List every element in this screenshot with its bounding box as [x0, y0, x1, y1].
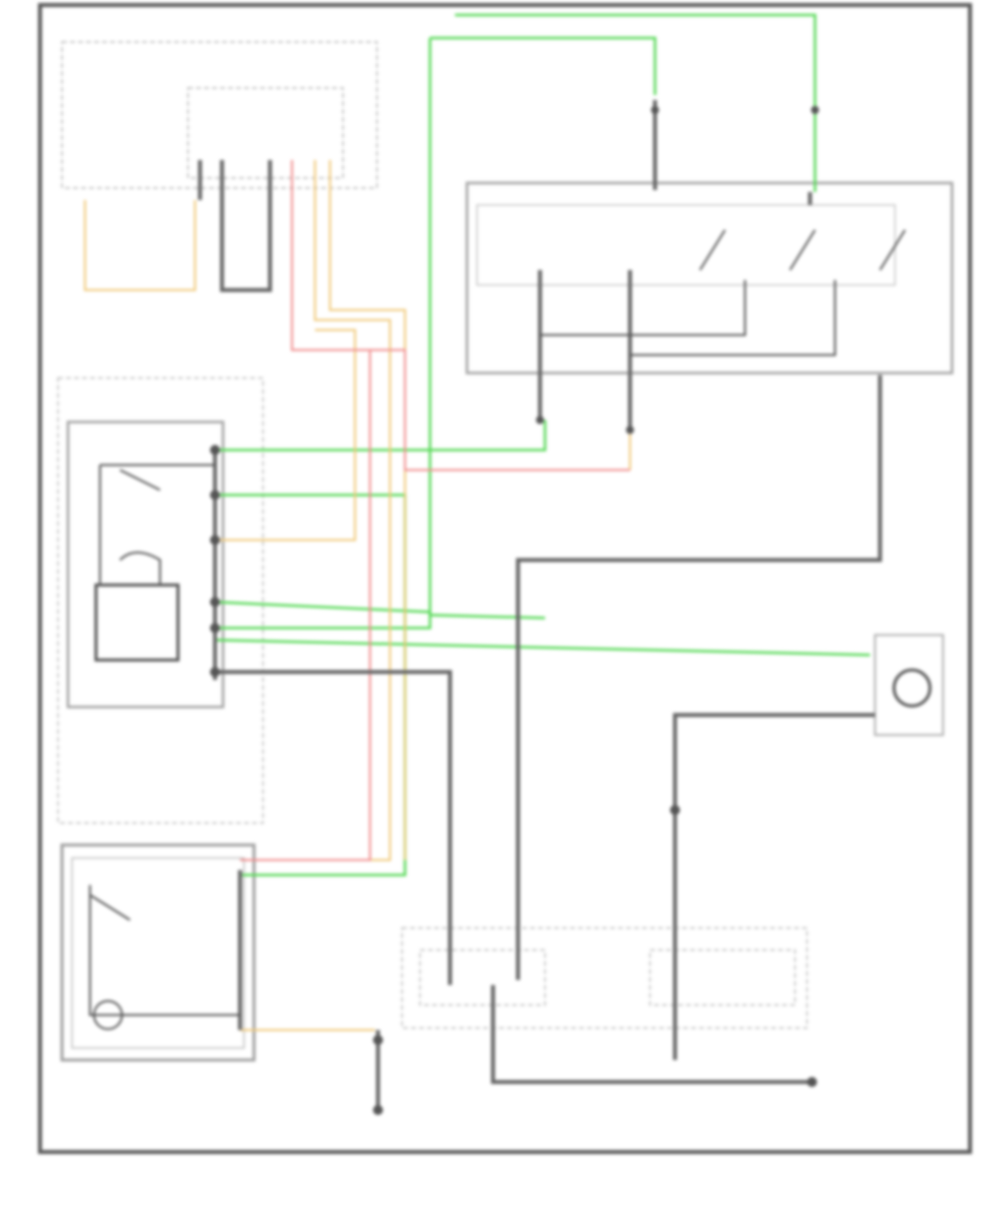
fuse-box-inner — [187, 87, 344, 179]
red-wires — [240, 160, 630, 861]
wiper-motor-box — [874, 634, 944, 736]
terminals — [210, 106, 819, 1115]
yellow-wires — [84, 160, 631, 1031]
body-connector-left — [419, 949, 546, 1006]
green-wires — [214, 13, 871, 877]
wiper-motor-symbol — [892, 668, 932, 708]
combination-switch-box — [465, 181, 954, 375]
engine-room-relay-box — [57, 377, 264, 824]
relay-coil — [94, 583, 180, 662]
body-connector-right — [649, 949, 796, 1006]
wiper-relay-box — [66, 420, 225, 709]
internal-lines — [89, 229, 906, 1030]
washer-motor-box — [60, 843, 256, 1062]
outer-frame — [38, 3, 972, 1154]
body-connector-box — [401, 927, 808, 1029]
black-wires — [198, 100, 882, 1110]
left-top-connector-box — [61, 41, 378, 189]
washer-motor-inner — [71, 857, 245, 1049]
